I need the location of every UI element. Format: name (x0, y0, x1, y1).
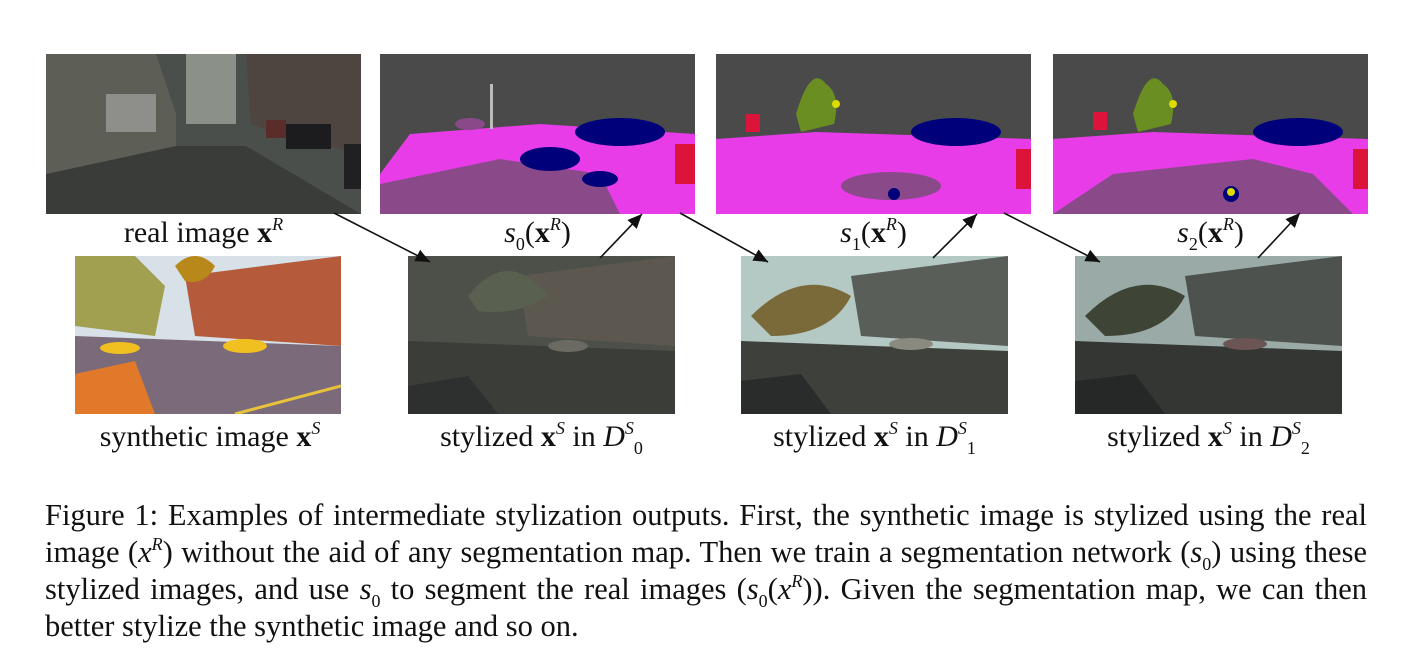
label-stylized-d0: stylized xS in DS0 (440, 418, 643, 458)
figure-caption: Figure 1: Examples of intermediate styli… (45, 498, 1368, 643)
stylized-image-d1 (741, 256, 1008, 414)
label-s2: s2(xR) (1177, 214, 1244, 254)
label-synthetic-image: synthetic image xS (99, 418, 321, 453)
label-stylized-d1: stylized xS in DS1 (773, 418, 976, 458)
synthetic-image-photo (75, 256, 341, 414)
segmentation-map-s2 (1053, 54, 1368, 214)
label-stylized-d2: stylized xS in DS2 (1107, 418, 1310, 458)
stylized-image-d0 (408, 256, 675, 414)
segmentation-map-s0 (380, 54, 695, 214)
label-real-image: real image xR (123, 214, 284, 249)
label-s1: s1(xR) (840, 214, 907, 254)
stylized-image-d2 (1075, 256, 1342, 414)
real-image-photo (46, 54, 361, 214)
segmentation-map-s1 (716, 54, 1031, 214)
label-s0: s0(xR) (504, 214, 571, 254)
